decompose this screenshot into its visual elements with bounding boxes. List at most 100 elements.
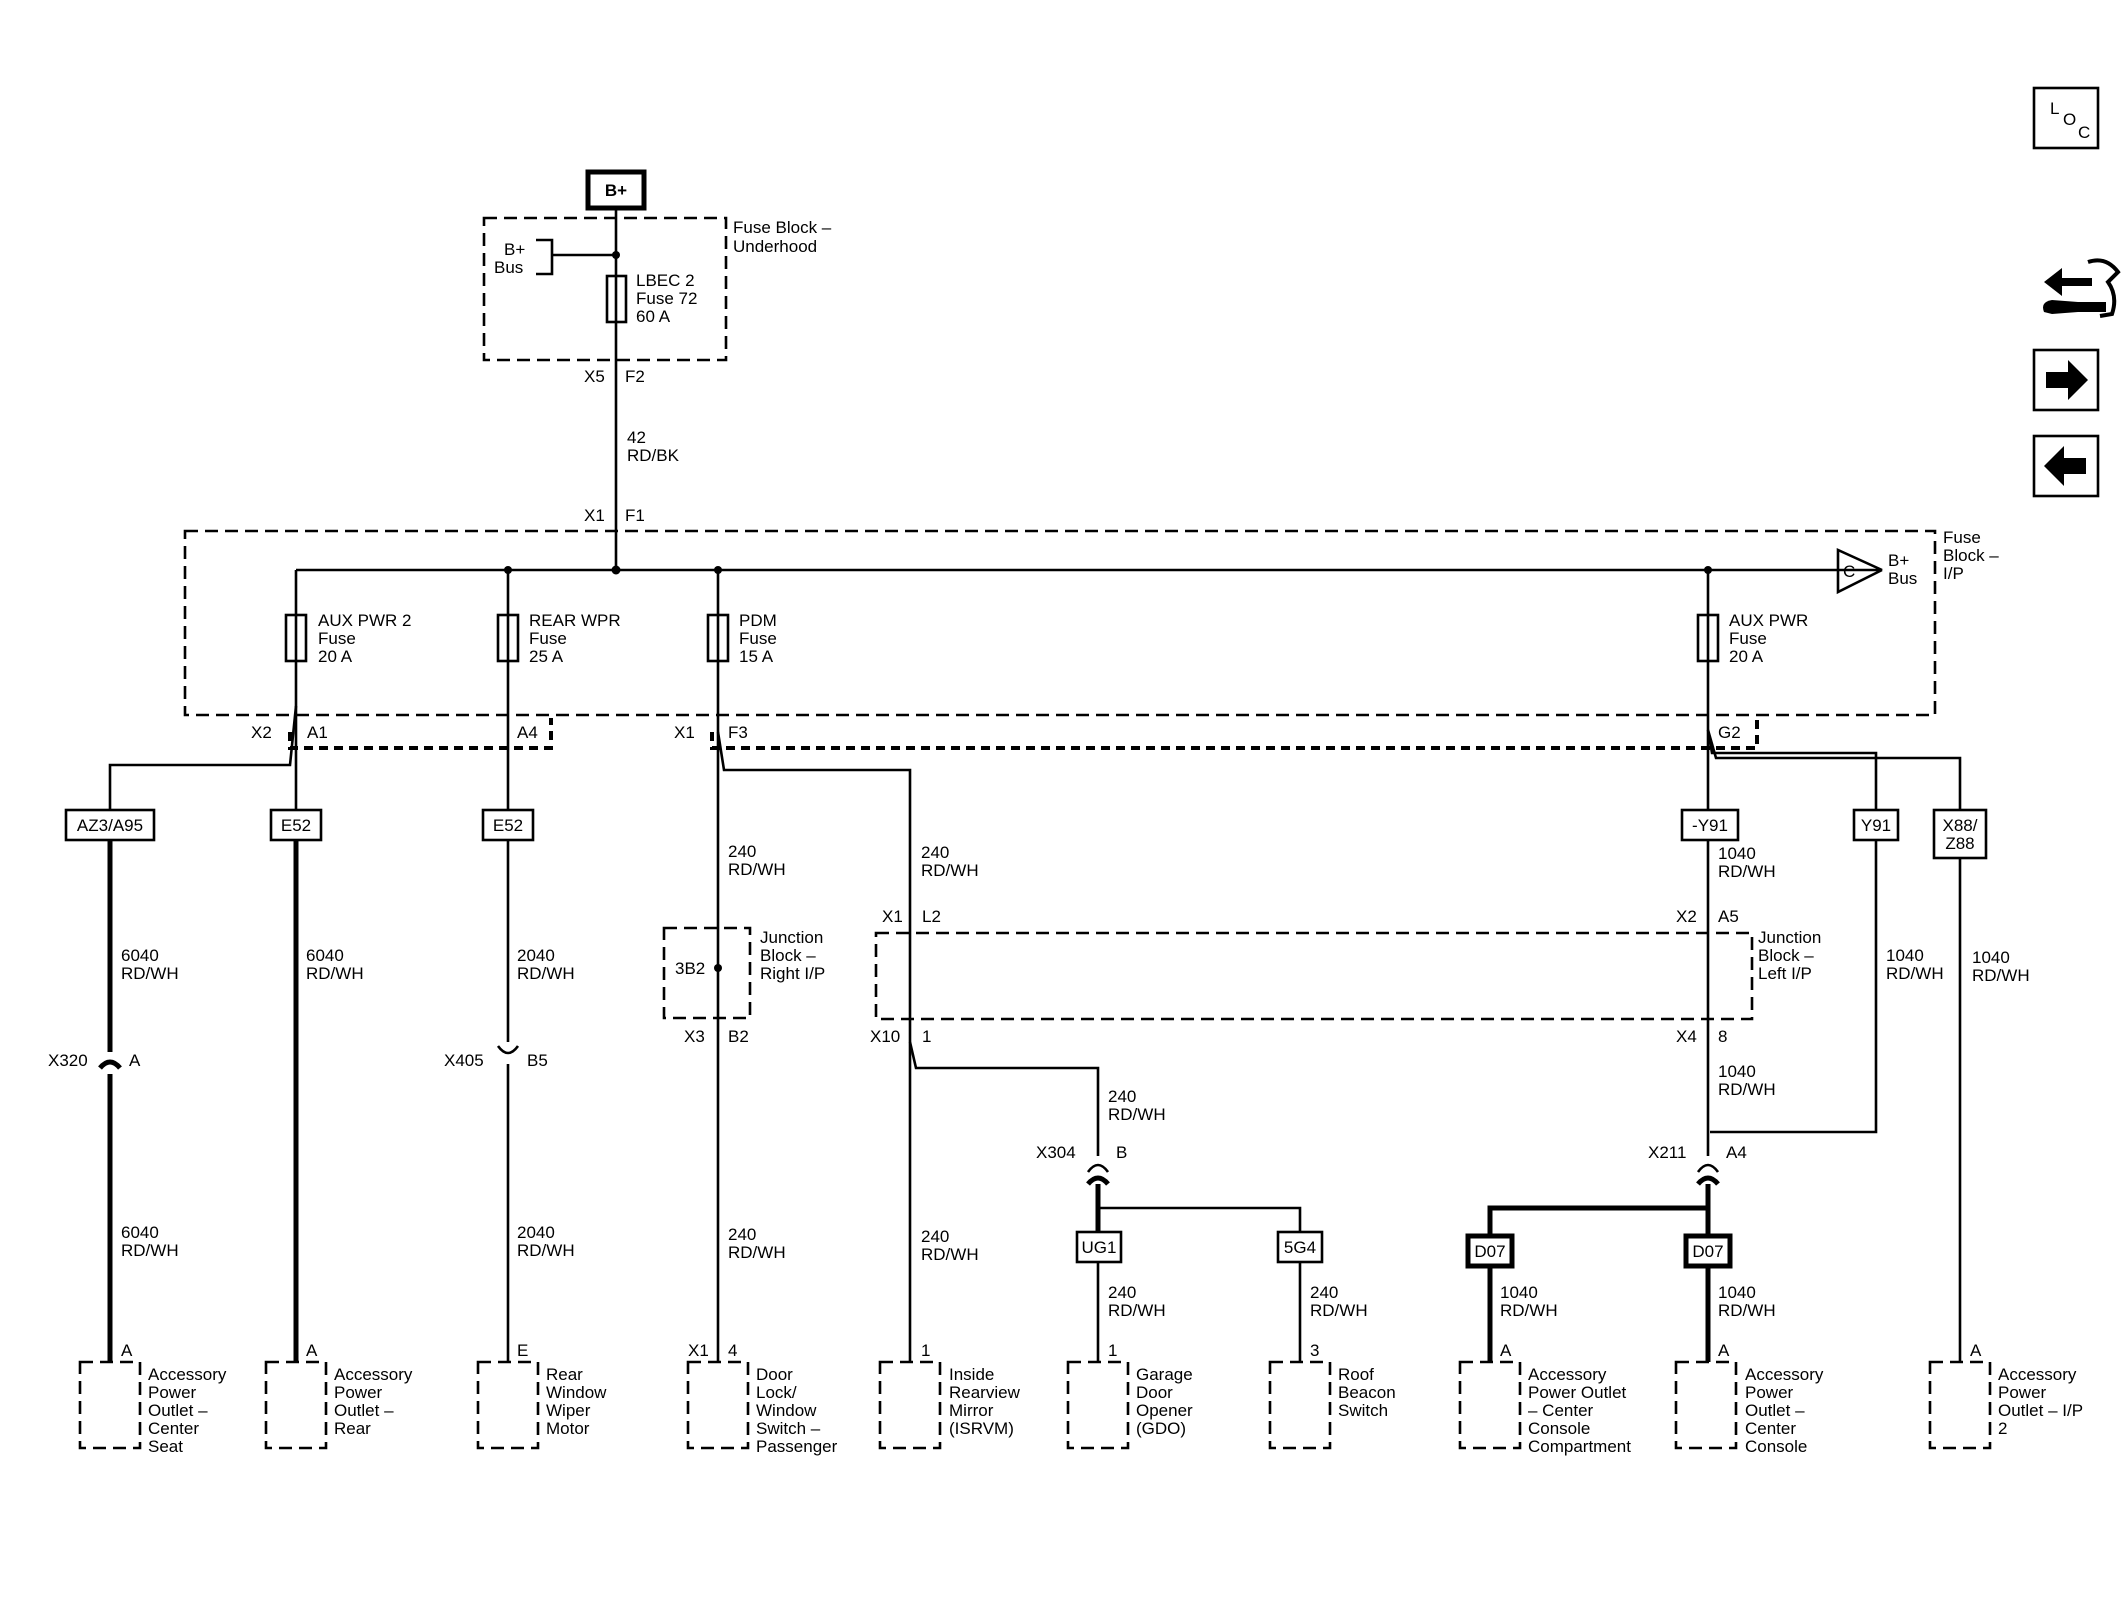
comp-console-compartment-label-3: – Center (1528, 1401, 1594, 1420)
wire-1040-f-color: RD/WH (1718, 1301, 1776, 1320)
comp-door-lock-switch (686, 1360, 750, 1450)
option-y91 (1852, 808, 1900, 842)
comp-gdo (1066, 1360, 1130, 1450)
fuse-block-underhood-title-2: Underhood (733, 237, 817, 256)
comp-rear-wiper-label-3: Wiper (546, 1401, 591, 1420)
wire-240-b-color: RD/WH (728, 1243, 786, 1262)
rear-wpr-fuse-label-3: 25 A (529, 647, 564, 666)
junction-left-pin-8: 8 (1718, 1027, 1727, 1046)
aux-pwr-fuse-label-1: AUX PWR (1729, 611, 1808, 630)
comp-center-seat-label-5: Seat (148, 1437, 183, 1456)
wire-6040-rear-color: RD/WH (306, 964, 364, 983)
lbec2-fuse-label-3: 60 A (636, 307, 671, 326)
underhood-bus-label-2: Bus (494, 258, 523, 277)
comp-door-lock-label-3: Window (756, 1401, 817, 1420)
junction-left-conn-x10: X10 (870, 1027, 900, 1046)
x405-pin: B5 (527, 1051, 548, 1070)
option-x88-label: X88/ (1943, 816, 1978, 835)
junction-left-conn-x2: X2 (1676, 907, 1697, 926)
ip-bus-offpage-label: C (1843, 562, 1855, 581)
wire-2040-b-color: RD/WH (517, 1241, 575, 1260)
ip-pin-a1: A1 (307, 723, 328, 742)
option-e52-1 (269, 808, 323, 842)
comp-door-lock-label-5: Passenger (756, 1437, 838, 1456)
previous-page-icon[interactable] (2032, 434, 2100, 498)
comp-rear-outlet-label-4: Rear (334, 1419, 371, 1438)
aux-pwr-fuse-label-3: 20 A (1729, 647, 1764, 666)
underhood-conn-x5: X5 (584, 367, 605, 386)
wire-42-circuit: 42 (627, 428, 646, 447)
wire-6040-b-color: RD/WH (121, 1241, 179, 1260)
comp-rear-outlet (264, 1360, 328, 1450)
x304-connector-lower (1086, 1175, 1110, 1186)
junction-left-conn-x1: X1 (882, 907, 903, 926)
option-e52-2 (481, 808, 535, 842)
comp-door-lock-label-2: Lock/ (756, 1383, 797, 1402)
aux-pwr-fuse-label-2: Fuse (1729, 629, 1767, 648)
ip-bus-label-1: B+ (1888, 551, 1909, 570)
x320-pin: A (129, 1051, 141, 1070)
comp-door-lock-conn: X1 (688, 1341, 709, 1360)
option-ug1-label: UG1 (1082, 1238, 1117, 1257)
aux-pwr-2-fuse-label-1: AUX PWR 2 (318, 611, 412, 630)
lbec2-fuse-label-2: Fuse 72 (636, 289, 697, 308)
junction-right-title-2: Block – (760, 946, 816, 965)
ip-pin-f1: F1 (625, 506, 645, 525)
comp-isrvm-label-3: Mirror (949, 1401, 994, 1420)
comp-ip-outlet-label-1: Accessory (1998, 1365, 2077, 1384)
comp-center-console-pin: A (1718, 1341, 1730, 1360)
underhood-pin-f2: F2 (625, 367, 645, 386)
loc-letter-o: O (2063, 110, 2076, 129)
wiring-harness-icon[interactable] (2043, 258, 2121, 318)
pdm-fuse-label-3: 15 A (739, 647, 774, 666)
wire-240-g-circuit: 240 (1310, 1283, 1338, 1302)
x211-pin: A4 (1726, 1143, 1747, 1162)
comp-center-console-outlet (1674, 1360, 1738, 1450)
comp-rear-outlet-label-1: Accessory (334, 1365, 413, 1384)
x211-connector-upper (1696, 1163, 1720, 1173)
b-plus-source-label: B+ (605, 181, 627, 200)
wire-240-c-color: RD/WH (921, 861, 979, 880)
comp-isrvm-label-2: Rearview (949, 1383, 1021, 1402)
comp-isrvm-label-1: Inside (949, 1365, 994, 1384)
comp-roof-beacon-pin: 3 (1310, 1341, 1319, 1360)
wire-240-gdo-feed (908, 1041, 1100, 1158)
comp-isrvm-pin: 1 (921, 1341, 930, 1360)
loc-button[interactable]: L O C (2032, 86, 2100, 150)
ip-pin-a4: A4 (517, 723, 538, 742)
wire-1040-d-circuit: 1040 (1718, 1062, 1756, 1081)
option-bracket-f3-g2 (710, 718, 1759, 750)
comp-rear-outlet-pin: A (306, 1341, 318, 1360)
junction-right-title-1: Junction (760, 928, 823, 947)
x304-name: X304 (1036, 1143, 1076, 1162)
x320-name: X320 (48, 1051, 88, 1070)
next-page-icon[interactable] (2032, 348, 2100, 412)
comp-center-seat-label-4: Center (148, 1419, 199, 1438)
aux-pwr-x88-branch (1706, 729, 1962, 810)
comp-gdo-label-4: (GDO) (1136, 1419, 1186, 1438)
comp-rear-outlet-label-3: Outlet – (334, 1401, 394, 1420)
option-e52-2-label: E52 (493, 816, 523, 835)
ip-bus-label-2: Bus (1888, 569, 1917, 588)
comp-roof-beacon-label-1: Roof (1338, 1365, 1374, 1384)
rear-wpr-fuse-label-1: REAR WPR (529, 611, 621, 630)
wire-42-color: RD/BK (627, 446, 680, 465)
wire-1040-b-circuit: 1040 (1886, 946, 1924, 965)
option-az3-a95 (64, 808, 156, 842)
option-not-y91-label: -Y91 (1692, 816, 1728, 835)
junction-right-conn-x3: X3 (684, 1027, 705, 1046)
wire-6040-rear-circuit: 6040 (306, 946, 344, 965)
fuse-block-ip-title-2: Block – (1943, 546, 1999, 565)
lbec2-fuse-label-1: LBEC 2 (636, 271, 695, 290)
wire-240-a-circuit: 240 (728, 842, 756, 861)
x405-name: X405 (444, 1051, 484, 1070)
comp-gdo-label-2: Door (1136, 1383, 1173, 1402)
comp-gdo-label-1: Garage (1136, 1365, 1193, 1384)
wire-240-e-color: RD/WH (1108, 1105, 1166, 1124)
fuse-block-ip-title-1: Fuse (1943, 528, 1981, 547)
loc-letter-l: L (2050, 99, 2059, 118)
junction-block-left-outline (874, 931, 1754, 1021)
wire-1040-y91 (1710, 840, 1878, 1134)
comp-console-compartment-outlet (1458, 1360, 1522, 1450)
comp-rear-wiper-pin: E (517, 1341, 528, 1360)
